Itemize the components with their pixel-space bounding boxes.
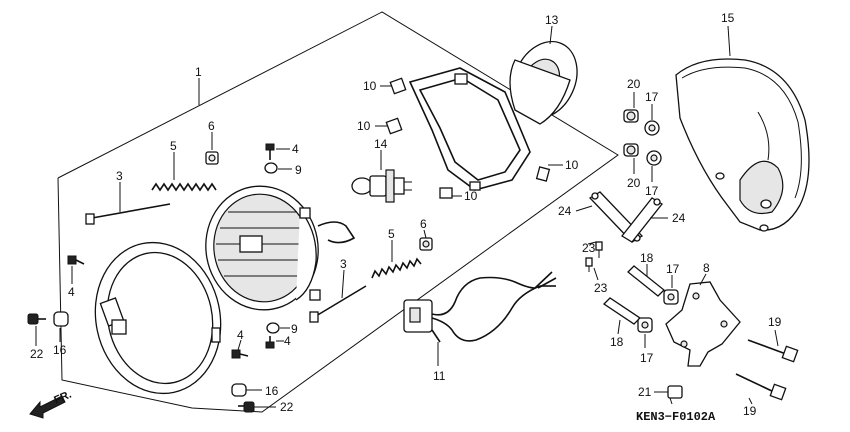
callout-20: 20 — [627, 77, 641, 91]
leader-4c — [237, 339, 242, 351]
adjusting-screw-3a — [85, 203, 171, 225]
grommet-16b — [231, 383, 247, 397]
bracket-8 — [665, 281, 741, 367]
callout-13: 13 — [545, 13, 559, 27]
callout-6: 6 — [420, 217, 427, 231]
stay-24b — [621, 197, 663, 243]
spring-5a — [151, 182, 217, 192]
assembly-outline — [57, 11, 619, 413]
callout-3: 3 — [116, 169, 123, 183]
screw-4b — [265, 336, 275, 349]
leader-13 — [549, 25, 553, 45]
leader-19b — [748, 397, 753, 405]
nut-17d — [637, 317, 653, 333]
callout-11: 11 — [433, 369, 446, 383]
callout-9: 9 — [295, 163, 302, 177]
diagram-code: KEN3−F0102A — [636, 410, 716, 424]
collar-18a — [627, 265, 665, 297]
callout-21: 21 — [638, 385, 652, 399]
callout-15: 15 — [721, 11, 735, 25]
headlight-unit — [205, 185, 356, 311]
leader-23a — [587, 241, 597, 245]
clip-10a — [389, 77, 407, 95]
callout-17: 17 — [640, 351, 654, 365]
leader-15 — [727, 25, 731, 57]
callout-4: 4 — [68, 285, 75, 299]
callout-19: 19 — [743, 404, 757, 418]
washer-9a — [264, 162, 278, 174]
clip-10b — [385, 117, 403, 135]
callout-18: 18 — [610, 335, 624, 349]
grommet-20b — [623, 143, 639, 157]
leader-24a — [575, 205, 593, 212]
spring-5b — [371, 257, 422, 279]
screw-22a — [27, 313, 46, 325]
nut-21 — [667, 385, 683, 405]
callout-4: 4 — [284, 334, 291, 348]
callout-4: 4 — [237, 328, 244, 342]
nut-6a — [205, 151, 219, 165]
callout-18: 18 — [640, 251, 654, 265]
front-direction-label: FR. — [52, 389, 73, 407]
callout-8: 8 — [703, 261, 710, 275]
callout-24: 24 — [672, 211, 686, 225]
callout-24: 24 — [558, 204, 572, 218]
front-direction-arrow-icon — [29, 395, 66, 419]
callout-5: 5 — [170, 139, 177, 153]
callout-10: 10 — [565, 158, 579, 172]
leader-6b — [423, 229, 427, 239]
clip-10c — [535, 166, 551, 182]
washer-9b — [266, 322, 280, 334]
nut-6b — [419, 237, 433, 251]
headlight-wire-harness — [403, 271, 557, 343]
headlight-case — [675, 58, 810, 232]
callout-17: 17 — [645, 90, 659, 104]
bolt-19a — [747, 339, 799, 363]
callout-10: 10 — [464, 189, 478, 203]
nut-17b — [646, 150, 662, 166]
callout-17: 17 — [666, 262, 680, 276]
callout-16: 16 — [53, 343, 67, 357]
leader-3b — [341, 269, 345, 299]
screw-23a — [595, 241, 603, 258]
screw-23b — [585, 257, 593, 272]
callout-22: 22 — [280, 400, 294, 414]
grommet-20a — [623, 109, 639, 123]
callout-17: 17 — [645, 184, 659, 198]
headlight-bulb — [351, 169, 412, 203]
adjusting-screw-3b — [309, 285, 367, 323]
screw-4c — [231, 349, 249, 359]
screw-4d — [67, 255, 85, 265]
grommet-16a — [53, 311, 69, 327]
leader-23b — [593, 267, 599, 281]
callout-4: 4 — [292, 142, 299, 156]
callout-1: 1 — [195, 65, 202, 79]
headlight-bracket-frame — [408, 67, 531, 191]
clip-10d — [439, 187, 453, 199]
leader-19a — [774, 329, 779, 347]
leader-8 — [699, 273, 707, 286]
leader-18b — [617, 319, 621, 335]
callout-22: 22 — [30, 347, 44, 361]
callout-9: 9 — [291, 322, 298, 336]
callout-19: 19 — [768, 315, 782, 329]
callout-20: 20 — [627, 176, 641, 190]
headlight-socket-cup — [509, 40, 578, 125]
bolt-19b — [735, 373, 787, 401]
headlight-rim — [94, 241, 222, 395]
screw-4a — [265, 143, 275, 160]
callout-16: 16 — [265, 384, 279, 398]
nut-17c — [663, 289, 679, 305]
callout-14: 14 — [374, 137, 388, 151]
callout-10: 10 — [357, 119, 371, 133]
nut-17a — [644, 120, 660, 136]
callout-23: 23 — [594, 281, 608, 295]
callout-6: 6 — [208, 119, 215, 133]
collar-18b — [602, 297, 642, 325]
callout-3: 3 — [340, 257, 347, 271]
callout-10: 10 — [363, 79, 377, 93]
callout-23: 23 — [582, 241, 596, 255]
callout-5: 5 — [388, 227, 395, 241]
